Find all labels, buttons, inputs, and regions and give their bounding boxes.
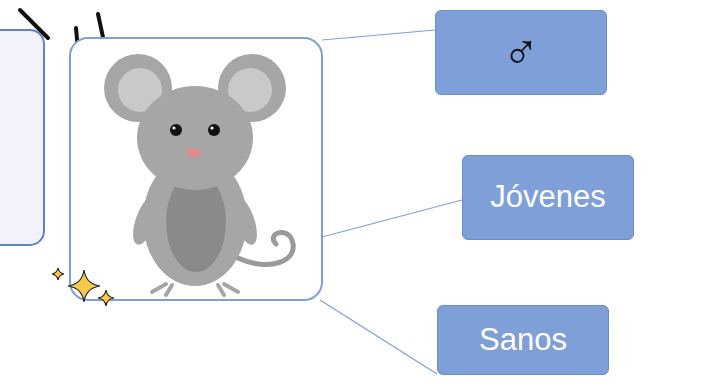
- box-label: ♂: [502, 25, 540, 80]
- gender-box: ♂: [435, 10, 607, 95]
- mouse: [104, 54, 293, 295]
- sparkles: [52, 268, 114, 306]
- age-box: Jóvenes: [462, 155, 634, 240]
- health-box: Sanos: [437, 305, 609, 375]
- side-panel: [0, 30, 44, 245]
- box-label: Jóvenes: [490, 180, 605, 214]
- image-frame: [70, 38, 322, 300]
- box-label: Sanos: [479, 323, 567, 357]
